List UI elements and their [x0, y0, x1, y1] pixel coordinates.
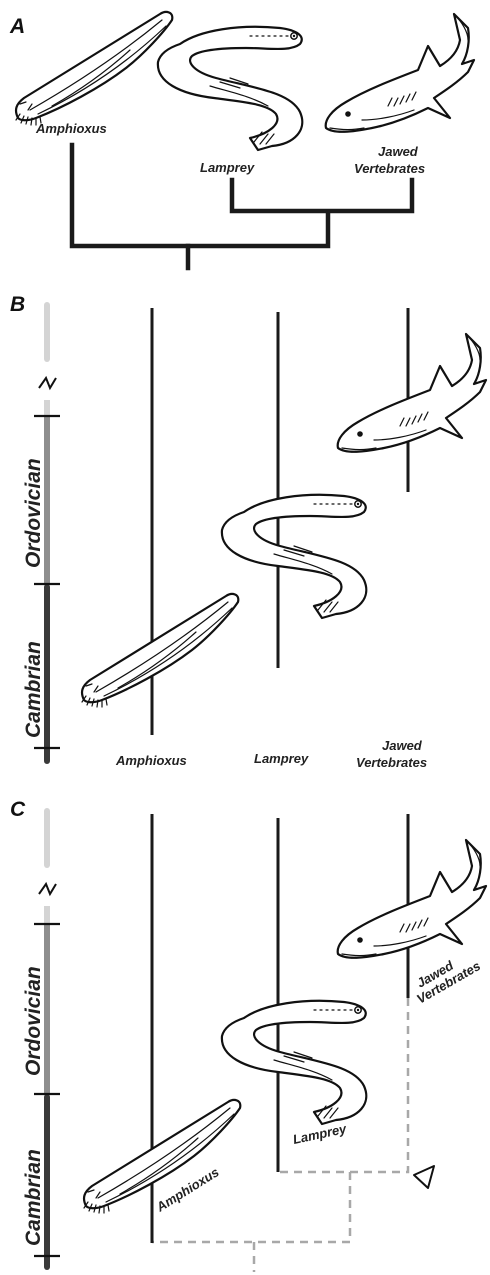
- panel-a-jawed-label-1: Jawed: [378, 144, 419, 159]
- panel-a-amphioxus-label: Amphioxus: [35, 121, 107, 136]
- panel-c-letter: C: [10, 798, 26, 821]
- panel-b-amphioxus-drawing: [82, 594, 238, 707]
- panel-c: C Ordovician Cambrian: [10, 798, 486, 1272]
- break-mark-icon: [39, 884, 56, 894]
- panel-b-lamprey-drawing: [222, 495, 366, 618]
- panel-b-letter: B: [10, 293, 25, 316]
- panel-b: B Ordovician Cambrian Amphioxus: [10, 293, 486, 770]
- panel-c-shark-drawing: [338, 840, 486, 958]
- panel-c-ordovician-label: Ordovician: [22, 966, 45, 1076]
- panel-b-timescale: Ordovician Cambrian: [22, 302, 60, 764]
- panel-c-lamprey-label: Lamprey: [292, 1121, 349, 1147]
- panel-a-jawed-label-2: Vertebrates: [354, 161, 425, 176]
- panel-b-jawed-label-2: Vertebrates: [356, 755, 427, 770]
- panel-b-cambrian-label: Cambrian: [22, 641, 45, 738]
- panel-c-lamprey-drawing: [222, 1001, 366, 1124]
- panel-a-letter: A: [9, 15, 25, 38]
- panel-a-amphioxus-drawing: [16, 12, 172, 125]
- panel-a-lamprey-label: Lamprey: [200, 160, 255, 175]
- break-mark-icon: [39, 378, 56, 388]
- panel-a-shark-drawing: [326, 14, 474, 132]
- panel-a-lamprey-drawing: [158, 27, 302, 150]
- panel-b-amphioxus-label: Amphioxus: [115, 753, 187, 768]
- panel-a: A Amphioxus Lamprey Jawed Vertebrates: [9, 12, 474, 268]
- arrowhead-icon: [414, 1166, 434, 1188]
- panel-c-cambrian-label: Cambrian: [22, 1149, 45, 1246]
- panel-c-timescale: Ordovician Cambrian: [22, 808, 60, 1270]
- panel-b-lamprey-label: Lamprey: [254, 751, 309, 766]
- panel-b-lineages: [152, 308, 408, 735]
- panel-b-ordovician-label: Ordovician: [22, 458, 45, 568]
- panel-b-shark-drawing: [338, 334, 486, 452]
- panel-b-jawed-label-1: Jawed: [382, 738, 423, 753]
